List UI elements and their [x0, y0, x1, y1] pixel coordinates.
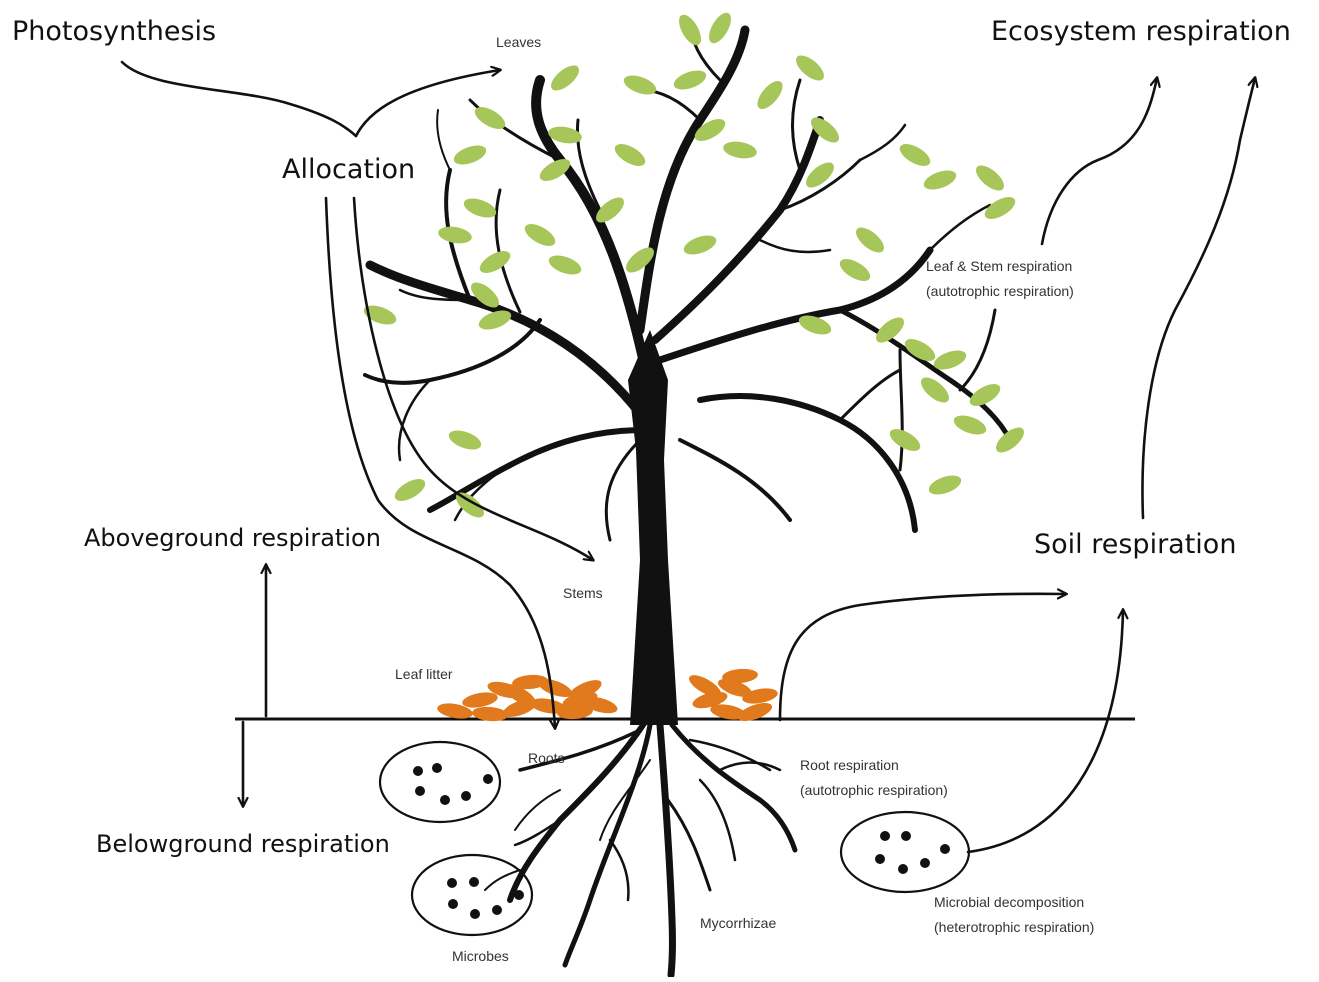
- tree-branch: [437, 110, 450, 170]
- microbial-to-soil-respiration-arrow: [968, 610, 1123, 852]
- tree-branch: [930, 205, 990, 250]
- leaf-icon: [951, 412, 988, 439]
- leaf-icon: [521, 220, 558, 251]
- leaf-icon: [546, 252, 583, 279]
- microbial-decomposition-label: Microbial decomposition (heterotrophic r…: [934, 890, 1094, 940]
- soil-respiration-label: Soil respiration: [1034, 529, 1236, 560]
- root-respiration-line1: Root respiration: [800, 753, 948, 778]
- leaf-icon: [681, 232, 718, 259]
- leaf-icon: [992, 423, 1028, 457]
- tree-root: [700, 780, 735, 860]
- tree-branch: [660, 250, 930, 360]
- microbial-decomposition-line1: Microbial decomposition: [934, 890, 1094, 915]
- leaves-label: Leaves: [496, 34, 541, 50]
- leaf-icon: [753, 77, 787, 113]
- photosynthesis-label: Photosynthesis: [12, 16, 216, 47]
- root-respiration-line2: (autotrophic respiration): [800, 778, 948, 803]
- tree-root: [672, 725, 795, 850]
- belowground-respiration-label: Belowground respiration: [96, 830, 390, 858]
- tree-branch: [860, 125, 905, 160]
- leaf-icon: [476, 247, 513, 278]
- leaf-icon: [437, 224, 473, 246]
- leaf-icon: [461, 195, 498, 222]
- stems-label: Stems: [563, 585, 603, 601]
- tree-branch: [680, 440, 790, 520]
- microbe-cluster-icon: [380, 742, 500, 822]
- mycorrhizae-label: Mycorrhizae: [700, 915, 776, 931]
- photosynthesis-to-allocation-arrow: [122, 62, 356, 136]
- tree-branch: [840, 370, 900, 420]
- tree-branch: [840, 310, 1010, 440]
- roots-label: Roots: [528, 750, 565, 766]
- tree-branch: [960, 310, 995, 390]
- leaf-icon: [896, 140, 933, 171]
- tree-branch: [760, 240, 830, 252]
- tree-branch: [365, 320, 540, 383]
- root-to-soil-respiration-arrow: [780, 594, 1066, 720]
- leaf-icon: [926, 472, 963, 499]
- litter-leaf: [461, 690, 499, 710]
- leaf-icon: [671, 67, 708, 94]
- leaf-icon: [722, 139, 758, 161]
- leaf-icon: [921, 167, 958, 194]
- tree-branches: [365, 20, 1010, 540]
- microbe-cluster-icon: [841, 812, 969, 892]
- tree-branch: [700, 396, 915, 530]
- tree-root: [668, 800, 710, 890]
- tree-branch: [793, 80, 801, 170]
- leaf-litter-icon: [436, 667, 779, 724]
- allocation-to-leaves-arrow: [356, 70, 500, 136]
- ecosystem-respiration-label: Ecosystem respiration: [991, 16, 1291, 47]
- tree-root: [660, 725, 672, 975]
- tree-branch: [370, 265, 645, 420]
- root-respiration-label: Root respiration (autotrophic respiratio…: [800, 753, 948, 803]
- allocation-label: Allocation: [282, 154, 415, 185]
- tree-branch: [606, 440, 640, 540]
- leaf-icon: [547, 61, 583, 95]
- tree-trunk: [628, 330, 678, 725]
- aboveground-respiration-label: Aboveground respiration: [84, 524, 381, 552]
- leaf-icon: [446, 427, 483, 454]
- leaf-icon: [621, 72, 658, 99]
- leaf-icon: [852, 223, 888, 257]
- leaf-icon: [391, 475, 428, 506]
- tree-root: [565, 725, 650, 965]
- tree-branch: [496, 190, 520, 312]
- leaf-icon: [836, 255, 873, 286]
- microbe-cluster-icon: [412, 855, 532, 935]
- leaf-stem-respiration-label: Leaf & Stem respiration (autotrophic res…: [926, 254, 1074, 304]
- leaf-stem-respiration-line1: Leaf & Stem respiration: [926, 254, 1074, 279]
- leaf-icon: [705, 9, 736, 46]
- leaf-icon: [611, 140, 648, 171]
- leaf-icon: [972, 161, 1008, 195]
- tree-root: [720, 763, 780, 771]
- leaf-icon: [675, 11, 706, 48]
- tree-branch: [900, 350, 902, 470]
- leaf-stem-respiration-line2: (autotrophic respiration): [926, 279, 1074, 304]
- tree-branch: [640, 90, 700, 120]
- tree-root: [610, 840, 628, 900]
- leaf-icon: [451, 142, 488, 169]
- leaf-icon: [886, 425, 923, 456]
- microbial-decomposition-line2: (heterotrophic respiration): [934, 915, 1094, 940]
- leaf-icon: [792, 51, 828, 85]
- leaf-litter-label: Leaf litter: [395, 666, 453, 682]
- microbes-label: Microbes: [452, 948, 509, 964]
- leaf-stem-to-ecosystem-arrow: [1042, 78, 1157, 244]
- soil-to-ecosystem-arrow: [1142, 78, 1255, 518]
